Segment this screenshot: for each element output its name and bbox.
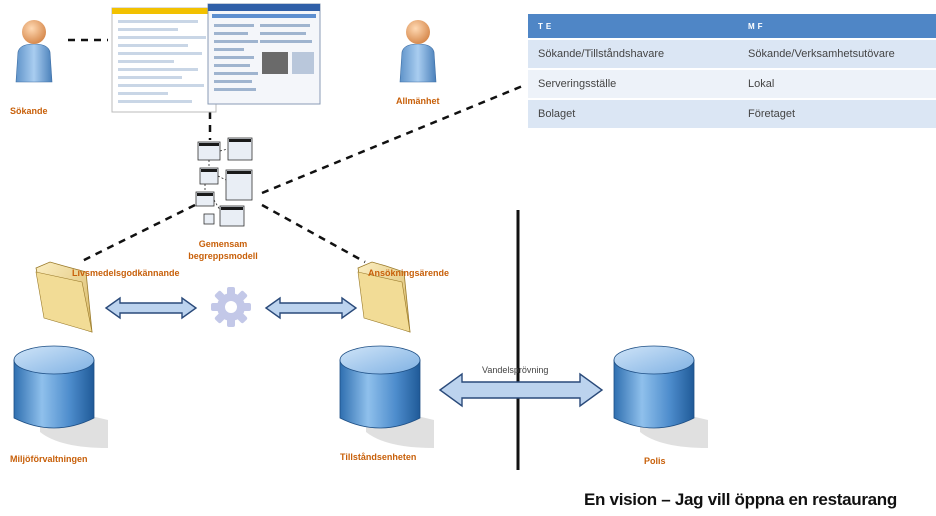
database-icon-tillstand — [339, 345, 434, 448]
folder-label-left: Livsmedelsgodkännande — [72, 268, 180, 278]
actor-label-allmanhet: Allmänhet — [396, 96, 440, 106]
table-header-mf: MF — [738, 14, 936, 39]
gear-icon — [211, 287, 251, 327]
double-arrow-vandelsprovning — [438, 372, 604, 408]
concept-model-icon — [195, 137, 253, 227]
table-row: Serveringsställe Lokal — [528, 68, 936, 99]
table-cell: Bolaget — [528, 98, 738, 128]
actor-label-sokande: Sökande — [10, 106, 48, 116]
table-row: Bolaget Företaget — [528, 98, 936, 128]
double-arrow-left-gear — [104, 296, 198, 320]
term-mapping-table: TE MF Sökande/Tillståndshavare Sökande/V… — [528, 14, 936, 128]
table-cell: Lokal — [738, 68, 936, 99]
person-icon-sokande — [15, 20, 53, 83]
table-cell: Sökande/Tillståndshavare — [528, 38, 738, 69]
folder-icon-right — [357, 261, 411, 333]
table-cell: Serveringsställe — [528, 68, 738, 99]
db-label-polis: Polis — [644, 456, 666, 466]
person-icon-allmanhet — [399, 20, 437, 83]
double-arrow-gear-right — [264, 296, 358, 320]
folder-icon-left — [35, 261, 93, 333]
dashed-connectors — [68, 38, 526, 264]
db-label-miljo: Miljöförvaltningen — [10, 454, 88, 464]
table-cell: Företaget — [738, 98, 936, 128]
concept-model-label-line2: begreppsmodell — [188, 251, 258, 261]
table-row: Sökande/Tillståndshavare Sökande/Verksam… — [528, 38, 936, 69]
database-icon-miljo — [13, 345, 108, 448]
web-form-screenshot — [111, 3, 321, 113]
db-label-tillstand: Tillståndsenheten — [340, 452, 417, 462]
concept-model-label: Gemensam begreppsmodell — [178, 238, 268, 262]
database-icon-polis — [613, 345, 708, 448]
vision-title: En vision – Jag vill öppna en restaurang — [584, 490, 897, 509]
table-header-te: TE — [528, 14, 738, 39]
folder-label-right: Ansökningsärende — [368, 268, 450, 278]
arrow-label-vandelsprovning: Vandelsprövning — [482, 365, 549, 375]
connector-model-right-folder — [261, 203, 366, 264]
table-header-row: TE MF — [528, 14, 936, 39]
concept-model-label-line1: Gemensam — [198, 239, 248, 249]
table-cell: Sökande/Verksamhetsutövare — [738, 38, 936, 69]
connector-model-left-folder — [79, 203, 196, 264]
connector-model-table — [261, 83, 526, 195]
